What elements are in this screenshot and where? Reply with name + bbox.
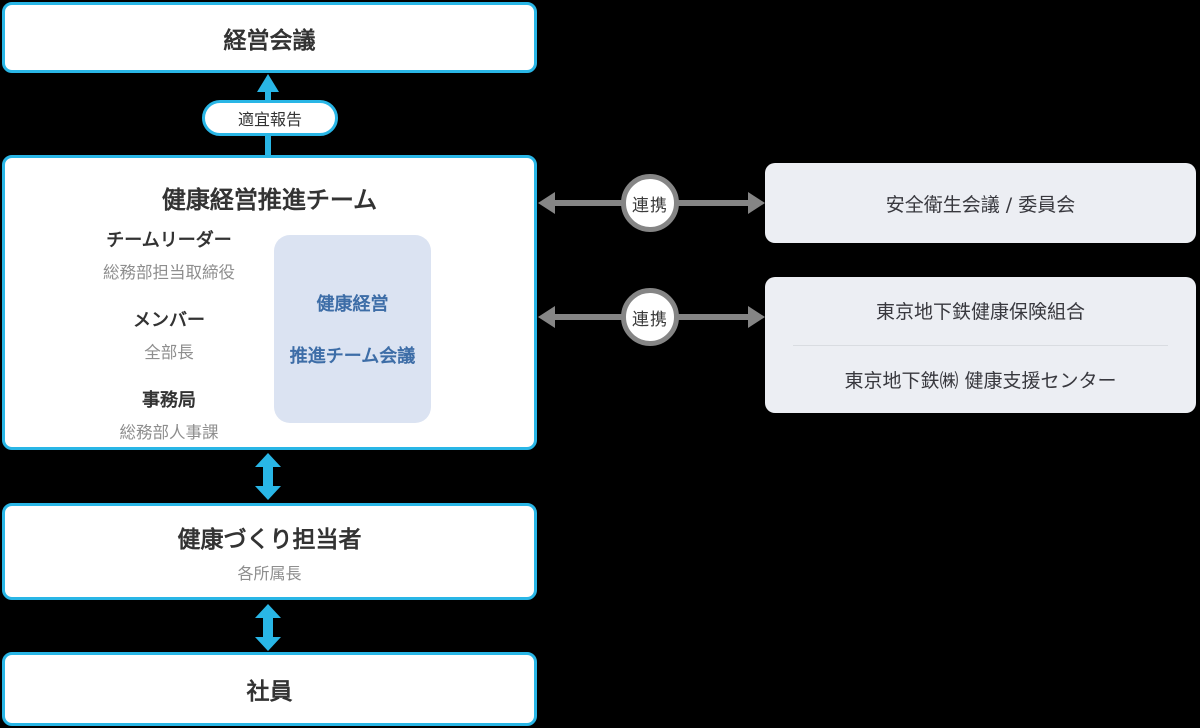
promotion-team-roles: チームリーダー 総務部担当取締役 メンバー 全部長 事務局 総務部人事課 [21, 226, 317, 443]
cooperation-connector-bottom: 連携 [538, 288, 765, 346]
promotion-team-title: 健康経営推進チーム [161, 186, 378, 214]
double-arrow-vertical-icon [255, 453, 281, 500]
report-badge: 適宜報告 [202, 100, 338, 136]
node-employees: 社員 [2, 652, 537, 726]
cooperation-connector-top: 連携 [538, 174, 765, 232]
role-detail: 総務部担当取締役 [103, 263, 235, 282]
role-title: チームリーダー [106, 230, 232, 251]
arrow-left-icon [538, 192, 555, 214]
meeting-box-line1: 健康経営 [316, 294, 389, 315]
arrow-up-icon [257, 74, 279, 92]
cooperation-label: 連携 [632, 195, 668, 216]
safety-committee-label: 安全衛生会議 / 委員会 [885, 193, 1076, 216]
role-title: メンバー [133, 310, 205, 331]
employees-label: 社員 [246, 679, 293, 705]
cooperation-badge: 連携 [621, 174, 679, 232]
panel-divider [793, 344, 1168, 346]
node-partners: 東京地下鉄健康保険組合 東京地下鉄㈱ 健康支援センター [765, 277, 1196, 413]
role-detail: 全部長 [144, 343, 194, 362]
management-meeting-label: 経営会議 [223, 27, 316, 54]
cooperation-label: 連携 [632, 309, 668, 330]
double-arrow-vertical-icon [255, 604, 281, 651]
role-members: メンバー 全部長 [21, 306, 317, 363]
report-badge-label: 適宜報告 [237, 110, 302, 129]
health-staff-subtitle: 各所属長 [237, 563, 302, 583]
team-meeting-box: 健康経営 推進チーム会議 [274, 235, 431, 423]
role-title: 事務局 [142, 390, 196, 411]
health-staff-title: 健康づくり担当者 [177, 526, 362, 553]
node-health-staff: 健康づくり担当者 各所属長 [2, 503, 537, 600]
role-secretariat: 事務局 総務部人事課 [21, 386, 317, 443]
partner-health-support-center: 東京地下鉄㈱ 健康支援センター [844, 369, 1117, 392]
node-safety-committee: 安全衛生会議 / 委員会 [765, 163, 1196, 243]
role-detail: 総務部人事課 [119, 423, 219, 442]
cooperation-badge: 連携 [621, 288, 679, 346]
partner-insurance-association: 東京地下鉄健康保険組合 [875, 301, 1085, 324]
arrow-right-icon [748, 192, 765, 214]
arrow-left-icon [538, 306, 555, 328]
node-management-meeting: 経営会議 [2, 2, 537, 73]
node-promotion-team: 健康経営推進チーム チームリーダー 総務部担当取締役 メンバー 全部長 事務局 … [2, 155, 537, 450]
role-team-leader: チームリーダー 総務部担当取締役 [21, 226, 317, 283]
arrow-right-icon [748, 306, 765, 328]
meeting-box-line2: 推進チーム会議 [289, 346, 416, 367]
